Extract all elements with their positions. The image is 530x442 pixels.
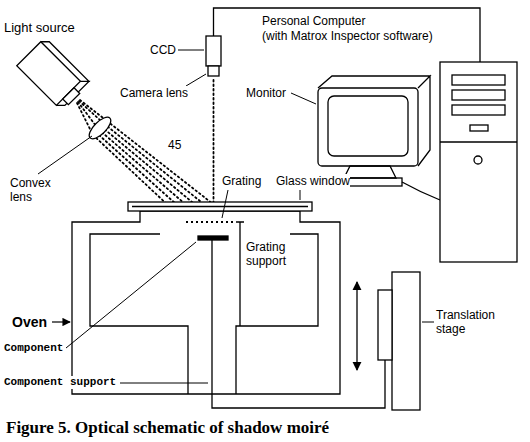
part-note: (with Matrox Inspector software): [262, 29, 433, 43]
component-support-rod: [212, 240, 385, 408]
monitor-stand: [344, 166, 396, 178]
monitor-case: [318, 88, 418, 166]
glass-pane: [132, 206, 308, 207]
camera-lens: [208, 66, 219, 76]
part-label: Convex lens: [10, 176, 58, 205]
computer-tower: [440, 62, 517, 262]
leader-line: [291, 93, 316, 104]
drive-bay: [452, 75, 505, 85]
part-label: Personal Computer: [262, 14, 365, 28]
part-label: Light source: [4, 20, 75, 36]
part-label: Camera lens: [120, 86, 188, 100]
component: [198, 236, 228, 240]
part-label: CCD: [150, 43, 176, 57]
part-label: Grating: [222, 174, 261, 188]
ccd-camera: [206, 36, 221, 66]
lamp-housing: [17, 42, 81, 106]
angle-label: 45: [168, 138, 181, 152]
tower-case: [440, 62, 517, 262]
leader-line: [120, 383, 208, 384]
oven-cavity-wall: [90, 234, 188, 394]
stage-carriage: [378, 290, 392, 360]
part-label: Glass window: [276, 174, 350, 188]
leader-line: [300, 190, 301, 200]
part-label: Component support: [4, 376, 116, 389]
panel-line: [440, 141, 517, 142]
grating-support: [236, 222, 244, 326]
part-label: Component: [4, 342, 63, 355]
drive-bay: [452, 90, 505, 100]
lamp-housing-depth: [17, 38, 89, 110]
monitor-cable: [402, 182, 440, 200]
glass-window: [128, 202, 312, 211]
leader-line: [422, 322, 434, 323]
part-label: Monitor: [246, 86, 286, 100]
leader-line: [178, 50, 204, 51]
leader-line: [222, 190, 228, 218]
grating: [186, 221, 236, 223]
translation-stage: [392, 272, 420, 410]
leader-line: [186, 74, 206, 86]
part-label: Oven: [12, 314, 47, 331]
camera-cable: [214, 8, 481, 62]
drive-bay: [452, 105, 505, 115]
leader-line: [38, 136, 92, 174]
power-button: [474, 156, 482, 164]
part-label: Translation stage: [436, 308, 512, 337]
figure-caption: Figure 5. Optical schematic of shadow mo…: [6, 418, 329, 438]
monitor-case-depth: [318, 76, 430, 166]
viewing-axis: [213, 80, 215, 216]
leader-line: [66, 242, 196, 348]
part-label: Grating support: [246, 240, 302, 269]
leader-arrow: [52, 321, 70, 322]
floppy-slot: [470, 125, 488, 131]
oven-cavity-wall: [236, 234, 318, 394]
motion-arrow: [356, 282, 357, 370]
oven-housing: [72, 211, 340, 394]
monitor-screen: [328, 96, 408, 156]
